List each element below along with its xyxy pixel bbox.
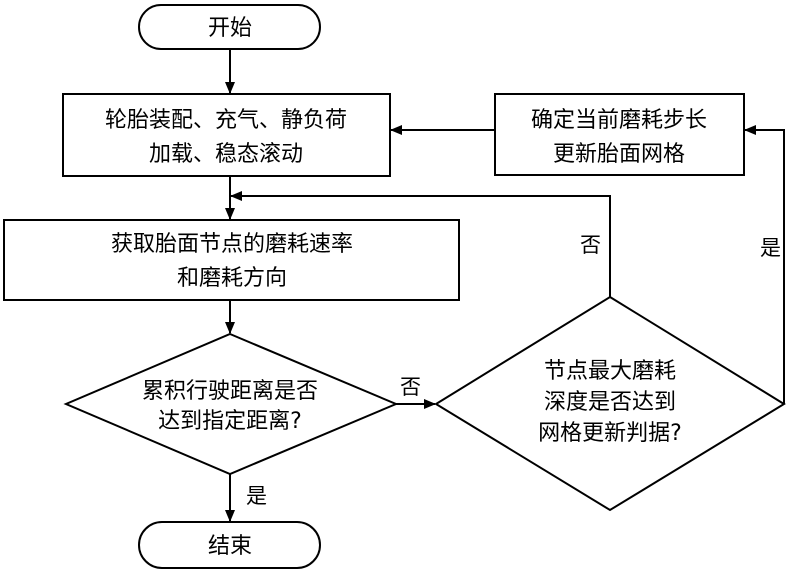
edge-depth-yes-to-update — [744, 125, 785, 404]
start-label: 开始 — [208, 16, 252, 41]
setup-node: 轮胎装配、充气、静负荷 加载、稳态滚动 — [62, 93, 391, 177]
setup-label-line1: 轮胎装配、充气、静负荷 — [105, 108, 347, 133]
edge-label-depth-yes: 是 — [760, 236, 781, 260]
edge-label-distance-yes: 是 — [246, 484, 267, 508]
setup-label-line2: 加载、稳态滚动 — [149, 142, 303, 167]
edge-label-distance-no: 否 — [400, 375, 421, 399]
update-node: 确定当前磨耗步长 更新胎面网格 — [494, 93, 745, 176]
update-label-line1: 确定当前磨耗步长 — [531, 108, 707, 133]
rate-node: 获取胎面节点的磨耗速率 和磨耗方向 — [3, 219, 460, 301]
distance-label-line1: 累积行驶距离是否 — [142, 379, 318, 404]
depth-decision: 节点最大磨耗 深度是否达到 网格更新判据? — [434, 295, 786, 512]
rate-label-line2: 和磨耗方向 — [177, 266, 287, 291]
depth-label-line1: 节点最大磨耗 — [544, 359, 676, 384]
start-node: 开始 — [138, 4, 321, 50]
distance-label-line2: 达到指定距离? — [158, 409, 302, 434]
depth-label-line2: 深度是否达到 — [544, 390, 676, 415]
distance-decision: 累积行驶距离是否 达到指定距离? — [63, 332, 399, 476]
rate-label-line1: 获取胎面节点的磨耗速率 — [111, 232, 353, 257]
edge-label-depth-no: 否 — [580, 233, 601, 257]
update-label-line2: 更新胎面网格 — [553, 142, 685, 167]
end-node: 结束 — [138, 521, 321, 569]
depth-label-line3: 网格更新判据? — [538, 421, 682, 446]
edge-depth-no-to-rate — [230, 191, 611, 297]
end-label: 结束 — [208, 534, 252, 559]
